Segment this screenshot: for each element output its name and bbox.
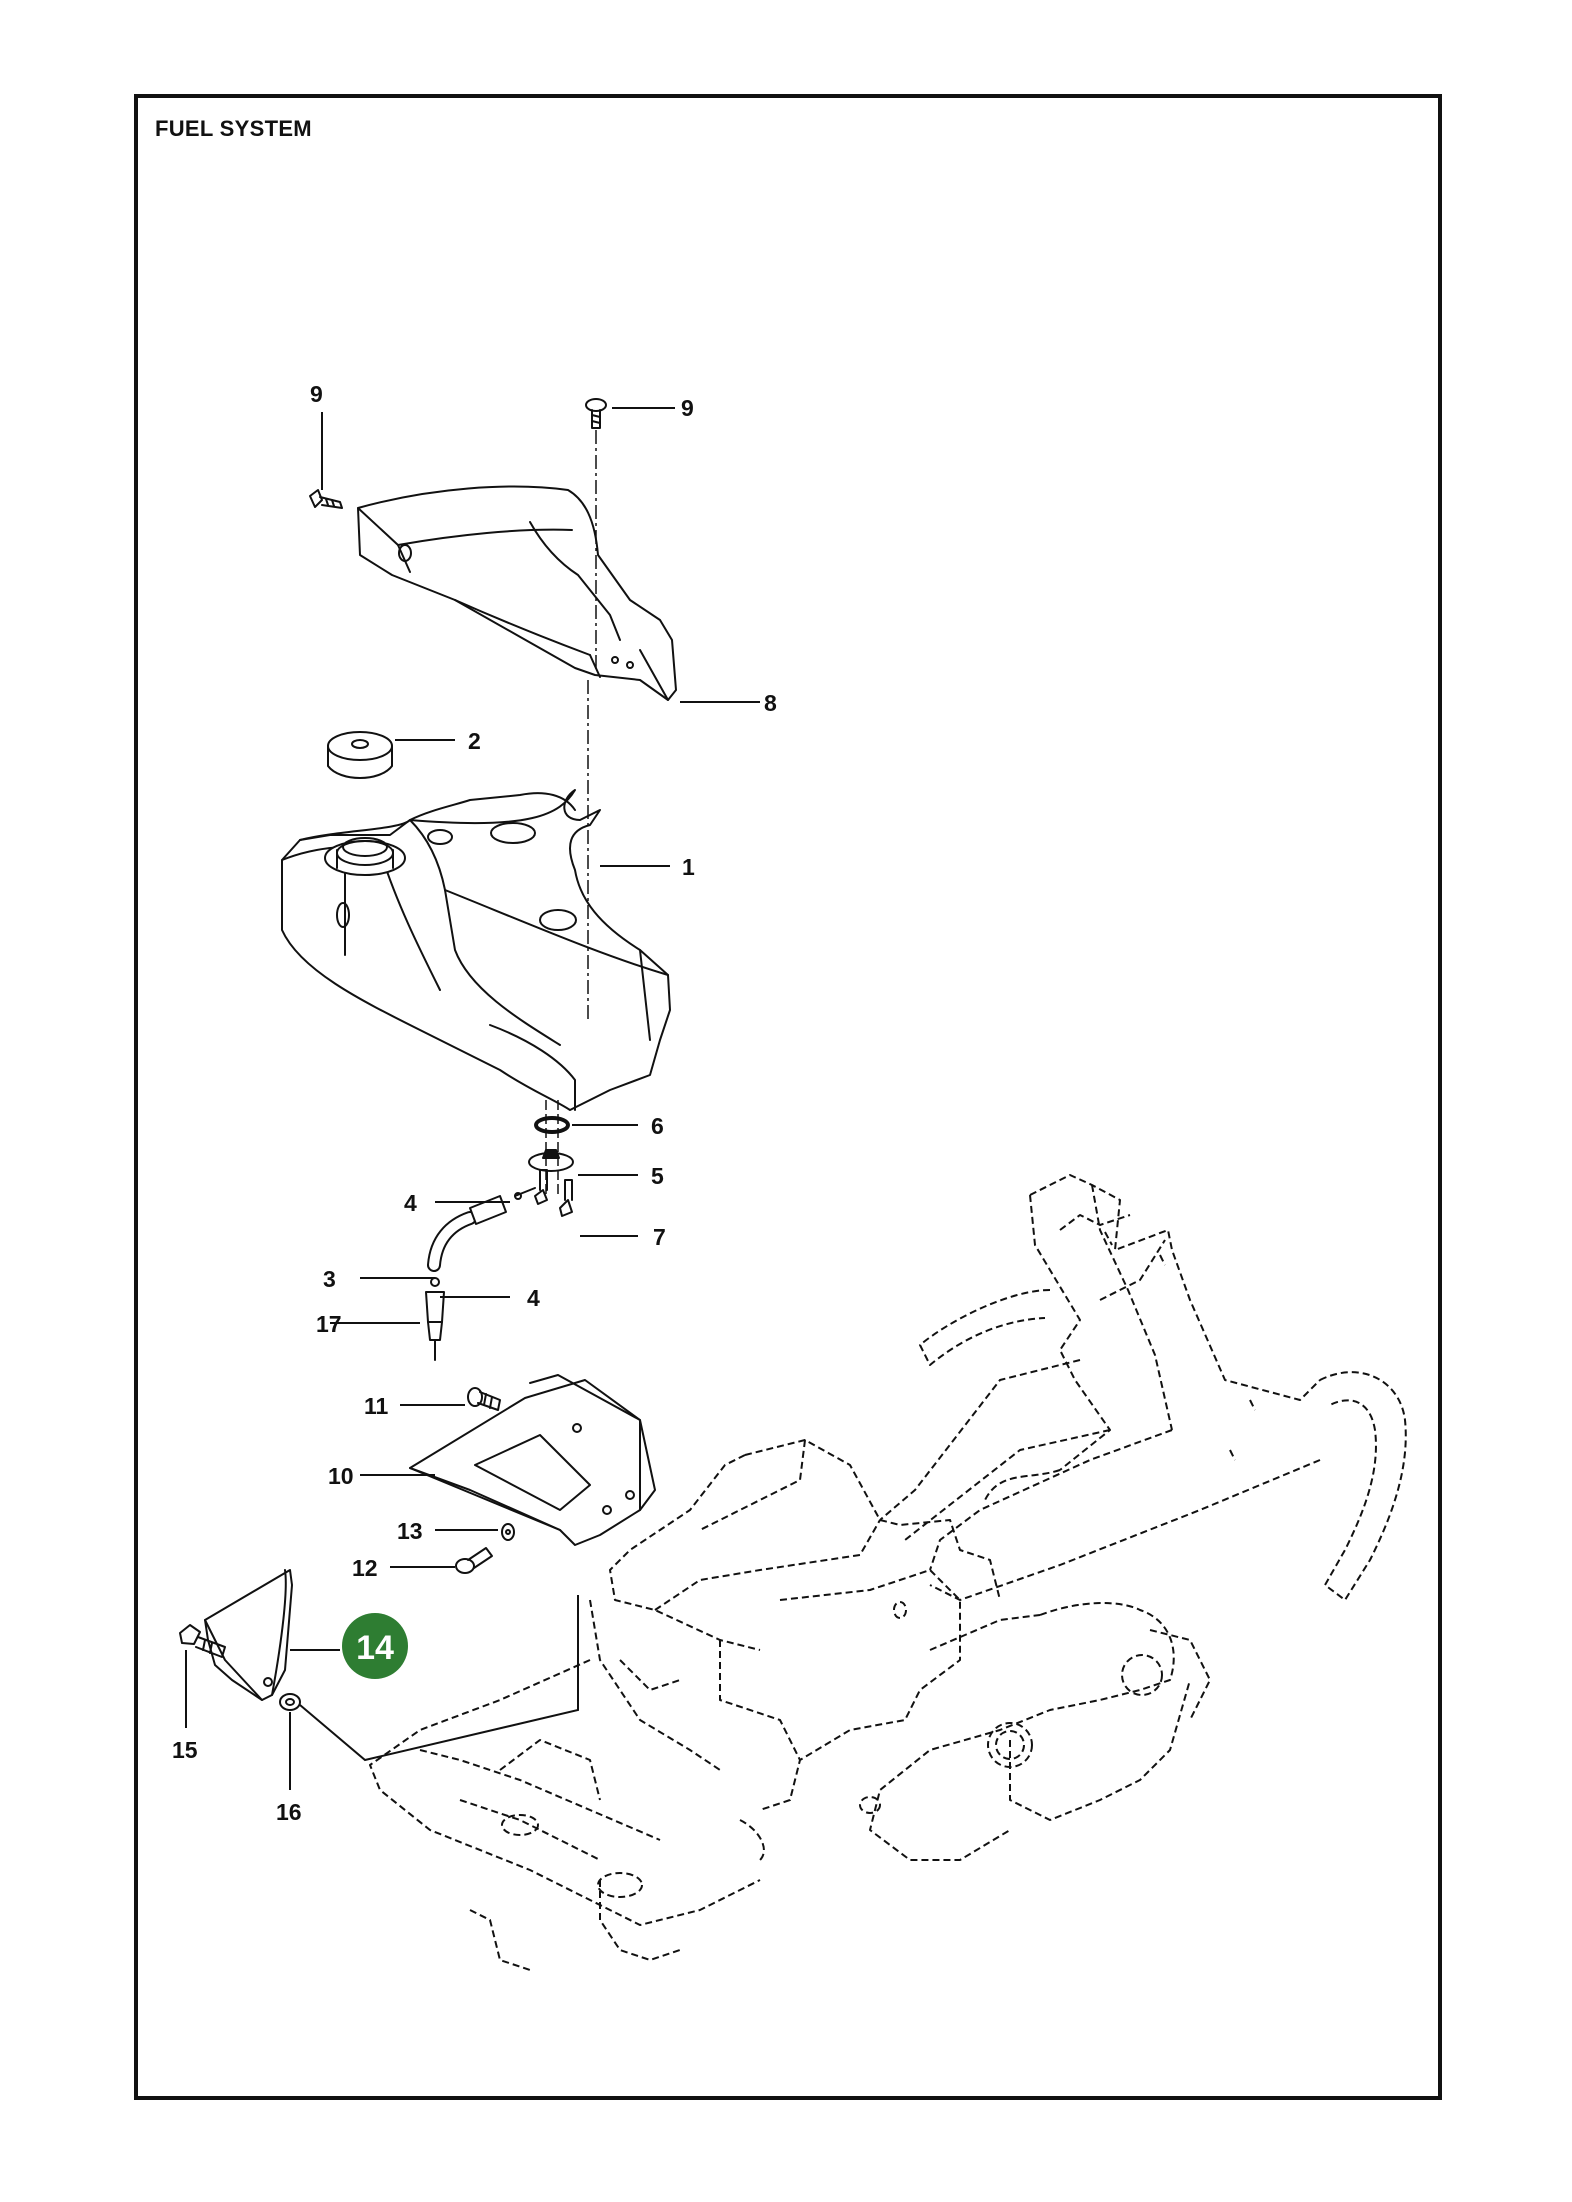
callout-4-bottom: 4 — [527, 1285, 540, 1311]
callout-1: 1 — [682, 854, 695, 880]
fuel-tank-shield-part — [357, 485, 677, 701]
highlight-circle — [342, 1613, 408, 1679]
callout-13: 13 — [397, 1518, 423, 1544]
tractor-frame-phantom — [369, 1174, 1407, 1971]
bolt-part-11 — [467, 1387, 501, 1411]
callout-11: 11 — [364, 1393, 389, 1419]
callout-6: 6 — [651, 1113, 664, 1139]
callout-12: 12 — [352, 1555, 378, 1581]
page-title: FUEL SYSTEM — [155, 116, 312, 141]
fuel-fitting-part-17 — [425, 1291, 445, 1361]
shield-plate-part-14 — [204, 1569, 293, 1701]
fuel-tank-part — [281, 789, 671, 1111]
bolt-part-12 — [455, 1547, 493, 1574]
callout-14: 14 — [356, 1629, 394, 1667]
callout-7: 7 — [653, 1224, 666, 1250]
callout-16: 16 — [276, 1799, 302, 1825]
callout-9-left: 9 — [310, 381, 323, 407]
callout-2: 2 — [468, 728, 481, 754]
screw-part-7-b — [534, 1169, 548, 1205]
nut-part-16 — [279, 1693, 301, 1711]
callout-10: 10 — [328, 1463, 354, 1489]
callout-17: 17 — [316, 1311, 342, 1337]
gasket-part-6 — [534, 1116, 570, 1134]
callout-8: 8 — [764, 690, 777, 716]
diagram-frame — [134, 94, 1442, 2100]
callout-4-top: 4 — [404, 1190, 417, 1216]
screw-part-7 — [559, 1179, 573, 1217]
callout-15: 15 — [172, 1737, 198, 1763]
callout-5: 5 — [651, 1163, 664, 1189]
bolt-part-15 — [179, 1624, 226, 1658]
mounting-bracket-part-10 — [409, 1374, 656, 1546]
screw-part-9-right — [585, 398, 607, 429]
callout-3: 3 — [323, 1266, 336, 1292]
washer-part-13 — [501, 1523, 515, 1541]
fuel-valve-part-5 — [528, 1149, 574, 1172]
highlighted-callout-14[interactable]: 14 — [342, 1613, 408, 1679]
callout-9-right: 9 — [681, 395, 694, 421]
fuel-cap-part — [327, 731, 393, 779]
screw-part-9-left — [309, 489, 343, 509]
fuel-hose-part-3 — [427, 1195, 507, 1272]
